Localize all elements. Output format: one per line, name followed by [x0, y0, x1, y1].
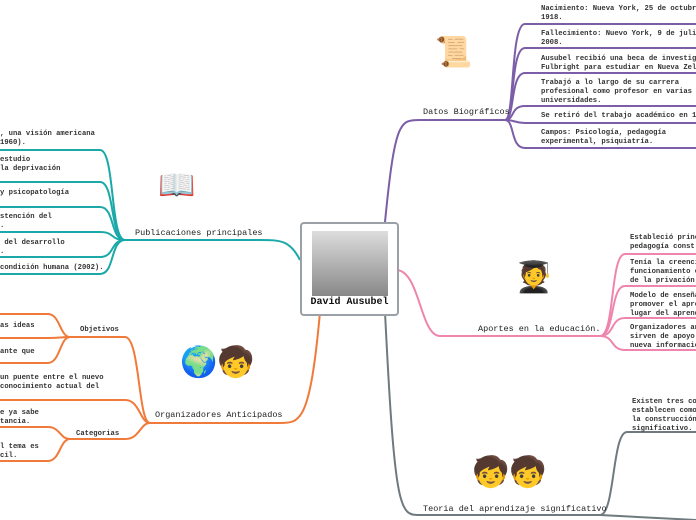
branch-organizadores[interactable]: Organizadores Anticipados	[155, 410, 283, 420]
datos-item[interactable]: Nacimiento: Nueva York, 25 de octubre 19…	[541, 5, 696, 22]
book-illustration: 📖	[158, 171, 196, 205]
branch-teoria[interactable]: Teoria del aprendizaje significativo	[423, 504, 607, 514]
teoria-item[interactable]: Existen tres co establecen como la const…	[632, 398, 696, 433]
branch-datos[interactable]: Datos Biográficos	[423, 107, 510, 117]
objetivo-item[interactable]: ante que	[0, 348, 35, 356]
aportes-item[interactable]: Estableció princ pedagogía const	[630, 234, 696, 251]
categoria-item[interactable]: l tema es cil.	[0, 443, 39, 460]
aportes-item[interactable]: Modelo de enseña promover el apre lugar …	[630, 292, 696, 318]
globes-illustration: 🌍🧒	[180, 348, 255, 382]
branch-aportes[interactable]: Aportes en la educación.	[478, 324, 601, 334]
publicacion-item[interactable]: , una visión americana 1960).	[0, 130, 95, 147]
portrait-image	[312, 231, 388, 296]
categorias-label[interactable]: Categorias	[76, 430, 120, 438]
objetivo-item[interactable]: as ideas	[0, 322, 35, 330]
student-illustration: 🧑‍🎓	[515, 263, 553, 297]
aportes-item[interactable]: Tenía la creenci funcionamiento e de la …	[630, 259, 696, 285]
publicacion-item[interactable]: del desarrollo .	[0, 239, 65, 256]
kids-illustration: 🧒🧒	[472, 458, 547, 492]
central-node[interactable]: David Ausubel	[300, 222, 399, 316]
organizadores-item[interactable]: un puente entre el nuevo conocimiento ac…	[0, 374, 104, 391]
datos-item[interactable]: Trabajó a lo largo de su carrera profesi…	[541, 79, 692, 105]
aportes-item[interactable]: Organizadores an sirven de apoyo nueva i…	[630, 324, 696, 350]
datos-item[interactable]: Campos: Psicología, pedagogía experiment…	[541, 129, 667, 146]
publicacion-item[interactable]: stención del .	[0, 213, 52, 230]
datos-item[interactable]: Fallecimiento: Nuevo York, 9 de julio 20…	[541, 30, 696, 47]
central-title: David Ausubel	[310, 297, 389, 308]
publicacion-item[interactable]: y psicopatología	[0, 189, 70, 197]
scroll-illustration: 📜	[435, 38, 473, 72]
publicacion-item[interactable]: condición humana (2002).	[0, 264, 104, 272]
datos-item[interactable]: Se retiró del trabajo académico en 19	[541, 112, 696, 120]
publicacion-item[interactable]: estudio la deprivación	[0, 156, 61, 173]
objetivos-label[interactable]: Objetivos	[80, 326, 119, 334]
branch-publicaciones[interactable]: Publicaciones principales	[135, 228, 263, 238]
datos-item[interactable]: Ausubel recibió una beca de investiga Fu…	[541, 55, 696, 72]
categoria-item[interactable]: e ya sabe tancia.	[0, 409, 39, 426]
